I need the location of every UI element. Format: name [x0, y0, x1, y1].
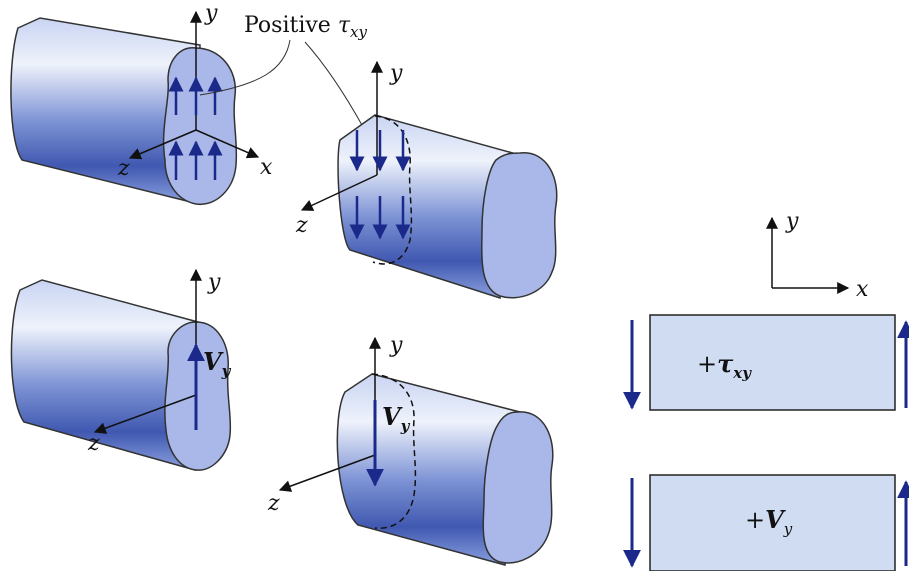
cylinder-bottom-left: y z Vy	[10, 268, 232, 471]
right-axes: y x	[766, 209, 869, 302]
axis-y-label-3: y	[207, 270, 221, 295]
svg-text:Positive τxy: Positive τxy	[244, 13, 367, 41]
end-face	[162, 47, 238, 206]
vy-sub: y	[221, 362, 232, 380]
tau-sub: xy	[732, 364, 752, 382]
svg-text:+Vy: +Vy	[745, 505, 793, 538]
axis-z-label: z	[117, 156, 130, 181]
vy-symbol: V	[203, 347, 224, 376]
svg-text:+τxy: +τxy	[697, 349, 752, 382]
tau-panel: +τxy	[623, 314, 909, 411]
vy-sub-2: y	[400, 417, 411, 435]
axis-y-label-5: y	[785, 209, 799, 234]
title-prefix: Positive	[244, 13, 338, 38]
vy-symbol-2: V	[382, 402, 403, 431]
title-sub: xy	[350, 23, 367, 41]
axis-y-label-2: y	[389, 61, 403, 86]
axis-y-label-4: y	[389, 333, 403, 358]
axis-x-label-5: x	[856, 277, 869, 302]
svg-text:Vy: Vy	[203, 347, 232, 380]
v-panel: +Vy	[623, 474, 909, 571]
tau-symbol: τ	[717, 349, 734, 378]
cylinder-bottom-middle: y z Vy	[267, 333, 554, 566]
axis-x-label: x	[260, 155, 273, 180]
axis-y-label: y	[204, 1, 218, 26]
cylinder-top-left: y x z	[10, 1, 273, 206]
title-symbol: τ	[338, 13, 351, 38]
axis-z-label-3: z	[87, 431, 100, 456]
axis-z-label-4: z	[267, 491, 280, 516]
cylinder-top-middle: y z	[295, 60, 558, 299]
v-symbol: V	[765, 505, 786, 534]
plus-v: +	[745, 506, 765, 534]
positive-tau-label: Positive τxy	[199, 13, 379, 156]
axis-z-label-2: z	[295, 213, 308, 238]
v-sub: y	[783, 520, 793, 538]
plus-tau: +	[697, 350, 717, 378]
svg-text:Vy: Vy	[382, 402, 411, 435]
